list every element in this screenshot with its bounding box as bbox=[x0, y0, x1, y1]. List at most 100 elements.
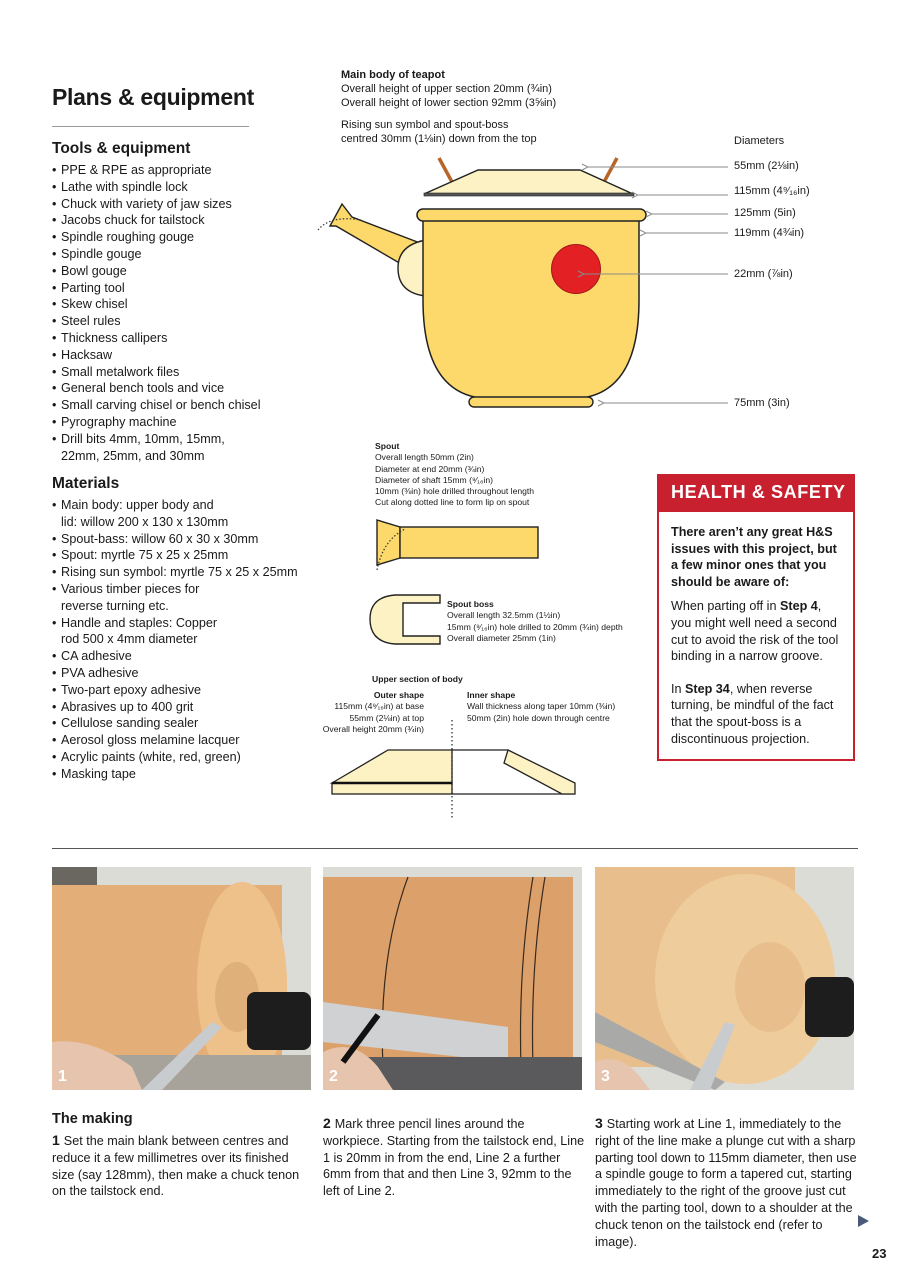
outer-note: Overall height 20mm (¾in) bbox=[322, 723, 424, 734]
health-safety-step34: In Step 34, when reverse turning, be min… bbox=[671, 681, 834, 746]
step-text: Mark three pencil lines around the workp… bbox=[323, 1117, 585, 1199]
step-text: Set the main blank between centres and r… bbox=[52, 1134, 300, 1199]
inner-shape-notes: Inner shape Wall thickness along taper 1… bbox=[467, 690, 615, 724]
diameter-label: 119mm (4¾in) bbox=[734, 227, 805, 239]
list-item: Small carving chisel or bench chisel bbox=[52, 397, 302, 414]
tools-heading: Tools & equipment bbox=[52, 140, 191, 157]
handle-icon bbox=[437, 157, 454, 183]
list-item: Main body: upper body and lid: willow 20… bbox=[52, 497, 232, 531]
list-item: Spout-bass: willow 60 x 30 x 30mm bbox=[52, 531, 307, 548]
list-item: Jacobs chuck for tailstock bbox=[52, 212, 302, 229]
step-photo-3: 3 bbox=[595, 867, 854, 1090]
list-item: Masking tape bbox=[52, 766, 307, 783]
list-item: Pyrography machine bbox=[52, 414, 302, 431]
list-item: Steel rules bbox=[52, 313, 302, 330]
spout-boss-note: Overall diameter 25mm (1in) bbox=[447, 632, 556, 643]
spout-heading: Spout bbox=[375, 441, 400, 451]
diameters-heading: Diameters bbox=[734, 135, 785, 147]
upper-section-heading: Upper section of body bbox=[372, 674, 463, 684]
lower-height-note: Overall height of lower section 92mm (3⅝… bbox=[341, 97, 557, 109]
step-photo-1: 1 bbox=[52, 867, 311, 1090]
page-title: Plans & equipment bbox=[52, 84, 254, 110]
list-item: Spindle roughing gouge bbox=[52, 229, 302, 246]
diameter-label: 125mm (5in) bbox=[734, 207, 796, 219]
rising-sun-icon bbox=[551, 244, 601, 294]
page-number: 23 bbox=[872, 1246, 887, 1261]
materials-list: Main body: upper body and lid: willow 20… bbox=[52, 497, 307, 783]
spout-note: Cut along dotted line to form lip on spo… bbox=[375, 497, 530, 508]
step-text: Starting work at Line 1, immediately to … bbox=[595, 1117, 857, 1249]
photo-number: 3 bbox=[601, 1068, 610, 1085]
spout-note: 10mm (⅜in) hole drilled throughout lengt… bbox=[375, 486, 535, 497]
teapot-diagram bbox=[317, 157, 728, 408]
upper-height-note: Overall height of upper section 20mm (¾i… bbox=[341, 83, 552, 95]
continue-arrow-icon bbox=[858, 1215, 869, 1227]
section-divider bbox=[52, 848, 858, 849]
main-body-heading: Main body of teapot bbox=[341, 69, 445, 81]
tools-list: PPE & RPE as appropriate Lathe with spin… bbox=[52, 162, 302, 464]
step-number: 1 bbox=[52, 1132, 60, 1148]
spout-boss-heading: Spout boss bbox=[447, 599, 494, 609]
list-item: Lathe with spindle lock bbox=[52, 179, 302, 196]
materials-heading: Materials bbox=[52, 475, 120, 492]
outer-shape-notes: Outer shape 115mm (4⁹⁄₁₆in) at base 55mm… bbox=[305, 690, 424, 735]
list-item: Chuck with variety of jaw sizes bbox=[52, 196, 302, 213]
list-item: CA adhesive bbox=[52, 648, 307, 665]
list-item: General bench tools and vice bbox=[52, 380, 302, 397]
step-number: 2 bbox=[323, 1115, 331, 1131]
main-body-notes: Main body of teapot Overall height of up… bbox=[341, 68, 556, 146]
photo-number: 2 bbox=[329, 1068, 338, 1085]
diameter-label: 55mm (2⅛in) bbox=[734, 160, 799, 172]
spout-note: Diameter at end 20mm (¾in) bbox=[375, 463, 485, 474]
diameter-label: 22mm (⅞in) bbox=[734, 268, 793, 280]
outer-shape-heading: Outer shape bbox=[373, 690, 424, 700]
list-item: Various timber pieces for reverse turnin… bbox=[52, 581, 212, 615]
sun-note-line2: centred 30mm (1⅛in) down from the top bbox=[341, 133, 537, 145]
making-heading: The making bbox=[52, 1111, 133, 1127]
list-item: PVA adhesive bbox=[52, 665, 307, 682]
list-item: Small metalwork files bbox=[52, 364, 302, 381]
diameter-label: 115mm (4⁹⁄₁₆in) bbox=[734, 185, 810, 197]
list-item: Thickness callipers bbox=[52, 330, 302, 347]
spout-notes: Spout Overall length 50mm (2in) Diameter… bbox=[375, 441, 534, 509]
spout-boss-diagram bbox=[369, 594, 441, 645]
spout-note: Diameter of shaft 15mm (⁹⁄₁₆in) bbox=[375, 474, 493, 485]
photo-number: 1 bbox=[58, 1068, 67, 1085]
list-item: Aerosol gloss melamine lacquer bbox=[52, 732, 307, 749]
lid-shape bbox=[423, 169, 634, 195]
health-safety-title: HEALTH & SAFETY bbox=[659, 476, 853, 512]
step-number: 3 bbox=[595, 1115, 603, 1131]
list-item: Spout: myrtle 75 x 25 x 25mm bbox=[52, 547, 307, 564]
body-shape bbox=[422, 219, 640, 399]
health-safety-step4: When parting off in Step 4, you might we… bbox=[671, 599, 839, 664]
spout-boss-notes: Spout boss Overall length 32.5mm (1½in) … bbox=[447, 599, 623, 644]
spout-boss-note: Overall length 32.5mm (1½in) bbox=[447, 610, 561, 621]
spout-note: Overall length 50mm (2in) bbox=[375, 452, 474, 463]
list-item: Bowl gouge bbox=[52, 263, 302, 280]
inner-note: 50mm (2in) hole down through centre bbox=[467, 712, 610, 723]
list-item: Cellulose sanding sealer bbox=[52, 715, 307, 732]
list-item: Parting tool bbox=[52, 280, 302, 297]
sun-note-line1: Rising sun symbol and spout-boss bbox=[341, 119, 509, 131]
list-item: Handle and staples: Copper rod 500 x 4mm… bbox=[52, 615, 222, 649]
outer-note: 115mm (4⁹⁄₁₆in) at base bbox=[334, 701, 424, 712]
list-item: Hacksaw bbox=[52, 347, 302, 364]
list-item: Skew chisel bbox=[52, 296, 302, 313]
inner-shape-heading: Inner shape bbox=[467, 690, 516, 700]
list-item: Rising sun symbol: myrtle 75 x 25 x 25mm bbox=[52, 564, 307, 581]
title-divider bbox=[52, 126, 249, 127]
spout-boss-note: 15mm (⁹⁄₁₆in) hole drilled to 20mm (¾in)… bbox=[447, 621, 623, 632]
list-item: PPE & RPE as appropriate bbox=[52, 162, 302, 179]
spout-detail-diagram bbox=[376, 519, 539, 571]
list-item: Two-part epoxy adhesive bbox=[52, 682, 307, 699]
upper-section-diagram bbox=[329, 720, 576, 820]
list-item: Abrasives up to 400 grit bbox=[52, 699, 307, 716]
diameter-label: 75mm (3in) bbox=[734, 397, 790, 409]
health-safety-box: HEALTH & SAFETY There aren’t any great H… bbox=[657, 474, 855, 761]
list-item: Spindle gouge bbox=[52, 246, 302, 263]
health-safety-lead: There aren’t any great H&S issues with t… bbox=[671, 525, 837, 589]
list-item: Acrylic paints (white, red, green) bbox=[52, 749, 307, 766]
